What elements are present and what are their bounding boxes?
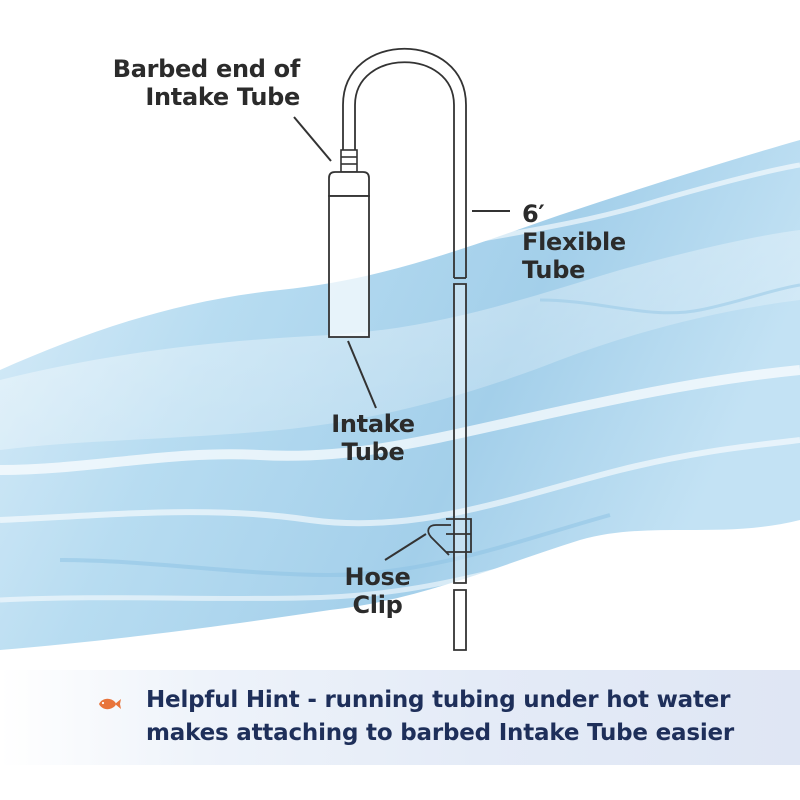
helpful-hint-text: Helpful Hint - running tubing under hot … <box>146 687 735 746</box>
barbed-end-label: Barbed end of Intake Tube <box>112 55 301 111</box>
hose-clip-drawing <box>427 518 472 556</box>
hint-banner <box>0 670 800 765</box>
intake-tube-label: Intake Tube <box>331 410 415 466</box>
barbed-connector <box>340 149 358 173</box>
hose-clip-label: Hose Clip <box>344 563 411 619</box>
water-splash-background <box>0 140 800 650</box>
flexible-tube <box>342 48 467 651</box>
flexible-tube-label: 6′ Flexible Tube <box>522 200 626 284</box>
fish-icon <box>99 698 121 710</box>
leader-lines <box>293 116 510 561</box>
intake-tube-drawing <box>328 171 370 338</box>
